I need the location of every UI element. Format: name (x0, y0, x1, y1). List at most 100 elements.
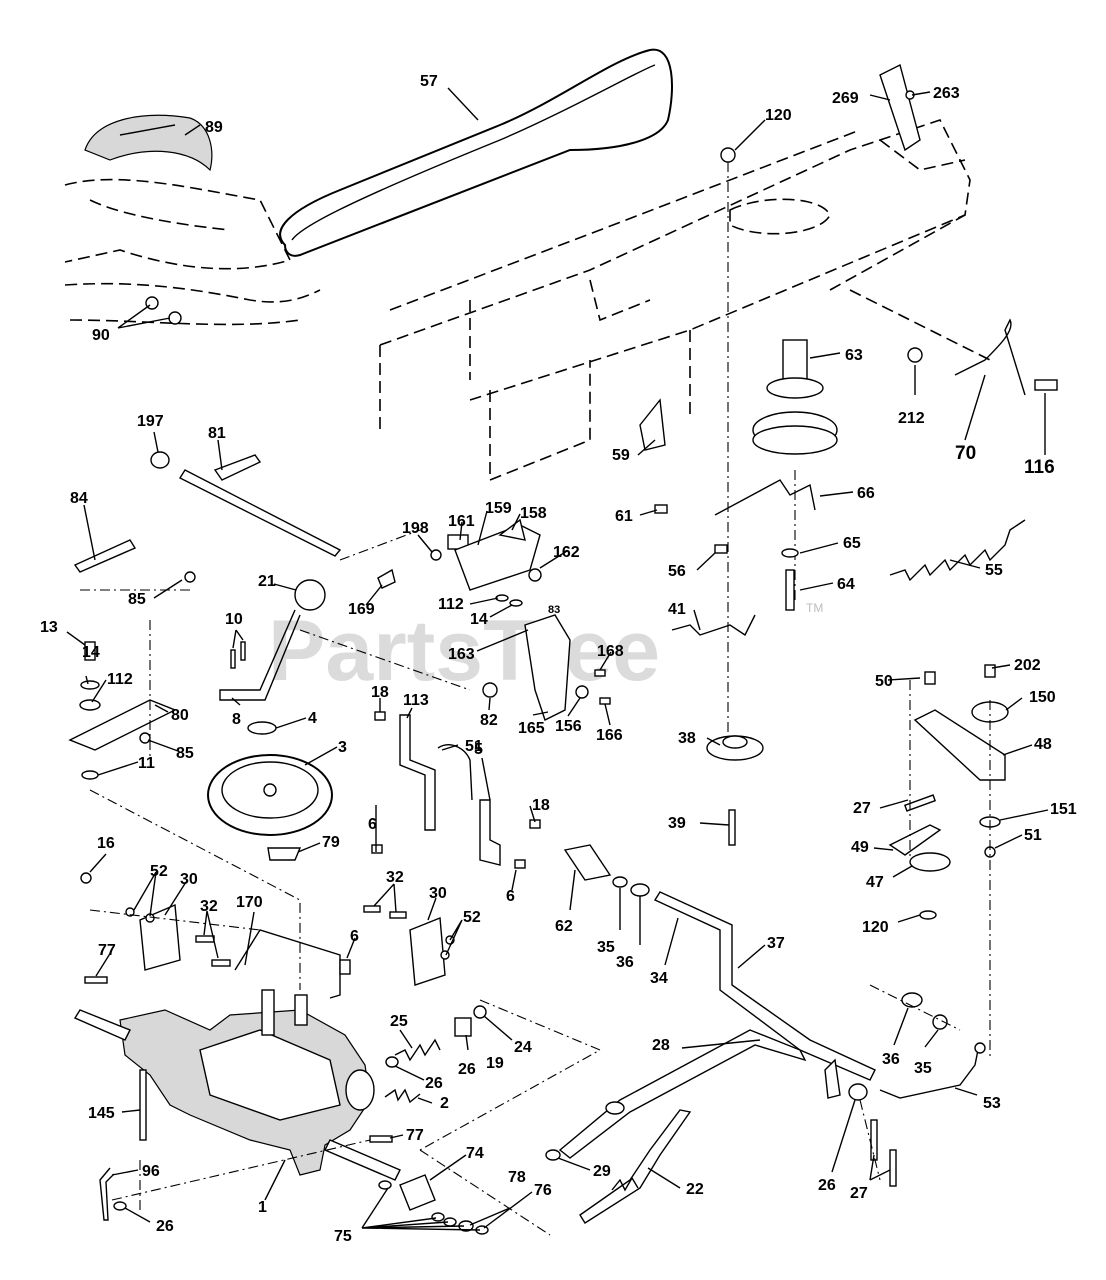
part-57-belt (279, 48, 673, 257)
label-32b: 32 (386, 869, 404, 886)
part-labels: 57 89 90 120 269 263 63 212 70 116 59 61… (40, 73, 1077, 1245)
label-3: 3 (338, 739, 347, 756)
label-90: 90 (92, 327, 110, 344)
label-120b: 120 (862, 919, 889, 936)
label-28: 28 (652, 1037, 670, 1054)
label-61: 61 (615, 508, 633, 525)
label-22: 22 (686, 1181, 704, 1198)
label-49: 49 (851, 839, 869, 856)
label-47: 47 (866, 874, 884, 891)
label-158: 158 (520, 505, 547, 522)
label-37: 37 (767, 935, 785, 952)
label-6c: 6 (350, 928, 359, 945)
label-50: 50 (875, 673, 893, 690)
label-70: 70 (955, 443, 976, 464)
label-5: 5 (474, 741, 483, 758)
label-212: 212 (898, 410, 925, 427)
label-26c: 26 (818, 1177, 836, 1194)
label-4: 4 (308, 710, 317, 727)
label-151: 151 (1050, 801, 1077, 818)
label-30b: 30 (429, 885, 447, 902)
assembly-centerlines (80, 529, 961, 1236)
label-21: 21 (258, 573, 276, 590)
label-41: 41 (668, 601, 686, 618)
label-34: 34 (650, 970, 668, 987)
label-39: 39 (668, 815, 686, 832)
label-16: 16 (97, 835, 115, 852)
label-35: 35 (597, 939, 615, 956)
label-2: 2 (440, 1095, 449, 1112)
label-78: 78 (508, 1169, 526, 1186)
label-64: 64 (837, 576, 855, 593)
label-66: 66 (857, 485, 875, 502)
watermark-tm: TM (806, 601, 823, 615)
label-74: 74 (466, 1145, 484, 1162)
label-202: 202 (1014, 657, 1041, 674)
label-13: 13 (40, 619, 58, 636)
label-65: 65 (843, 535, 861, 552)
label-168: 168 (597, 643, 624, 660)
label-6b: 6 (506, 888, 515, 905)
label-170: 170 (236, 894, 263, 911)
label-8: 8 (232, 711, 241, 728)
label-145: 145 (88, 1105, 115, 1122)
label-165: 165 (518, 720, 545, 737)
label-112: 112 (438, 596, 464, 613)
label-53: 53 (983, 1095, 1001, 1112)
label-57: 57 (420, 73, 438, 90)
label-59: 59 (612, 447, 630, 464)
label-27b: 27 (850, 1185, 868, 1202)
label-269: 269 (832, 90, 859, 107)
label-150: 150 (1029, 689, 1056, 706)
label-62: 62 (555, 918, 573, 935)
watermark: PartsTree (268, 603, 660, 699)
label-55: 55 (985, 562, 1003, 579)
label-56: 56 (668, 563, 686, 580)
label-36b: 36 (882, 1051, 900, 1068)
label-14b: 14 (82, 644, 100, 661)
part-1-transaxle (73, 989, 401, 1181)
label-156: 156 (555, 718, 582, 735)
label-82: 82 (480, 712, 498, 729)
label-18: 18 (371, 684, 389, 701)
label-169: 169 (348, 601, 375, 618)
label-24: 24 (514, 1039, 532, 1056)
chassis-frame (64, 119, 991, 482)
label-96: 96 (142, 1163, 160, 1180)
label-32: 32 (200, 898, 218, 915)
label-85: 85 (128, 591, 146, 608)
label-77b: 77 (406, 1127, 424, 1144)
label-35b: 35 (914, 1060, 932, 1077)
label-80: 80 (171, 707, 189, 724)
label-163: 163 (448, 646, 475, 663)
label-162: 162 (553, 544, 580, 561)
label-198: 198 (402, 520, 429, 537)
leader-lines (66, 87, 1049, 1231)
label-19: 19 (486, 1055, 504, 1072)
label-27: 27 (853, 800, 871, 817)
label-197: 197 (137, 413, 164, 430)
label-75: 75 (334, 1228, 352, 1245)
label-83: 83 (548, 604, 560, 616)
label-63: 63 (845, 347, 863, 364)
label-116: 116 (1024, 457, 1055, 478)
label-26d: 26 (156, 1218, 174, 1235)
label-263: 263 (933, 85, 960, 102)
label-26b: 26 (425, 1075, 443, 1092)
label-89: 89 (205, 119, 223, 136)
label-6: 6 (368, 816, 377, 833)
label-36: 36 (616, 954, 634, 971)
label-112b: 112 (107, 671, 133, 688)
label-10: 10 (225, 611, 243, 628)
label-14: 14 (470, 611, 488, 628)
label-51b: 51 (1024, 827, 1042, 844)
label-166: 166 (596, 727, 623, 744)
label-77: 77 (98, 942, 116, 959)
label-76: 76 (534, 1182, 552, 1199)
label-25: 25 (390, 1013, 408, 1030)
label-120: 120 (765, 107, 792, 124)
label-29: 29 (593, 1163, 611, 1180)
label-30: 30 (180, 871, 198, 888)
label-81: 81 (208, 425, 226, 442)
